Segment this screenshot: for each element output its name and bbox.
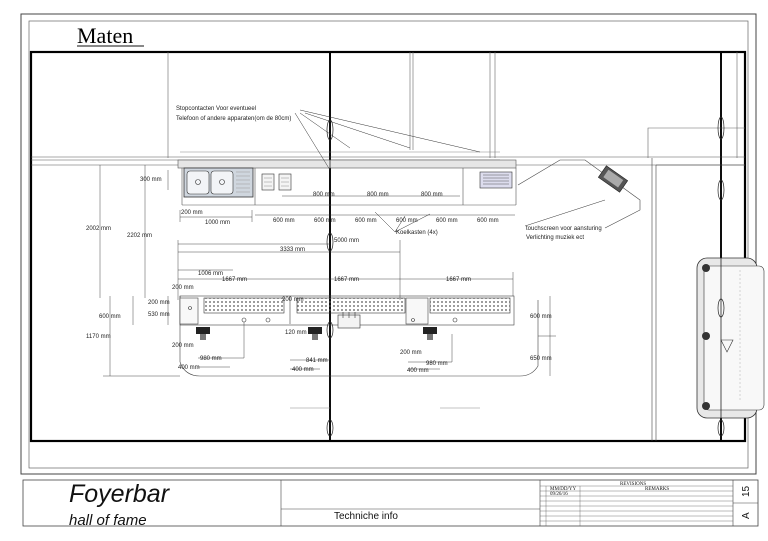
- dim-980-2: 980 mm: [426, 361, 448, 367]
- sheet-size: A: [741, 512, 752, 519]
- revision-date: 09/26/16: [550, 492, 568, 497]
- dim-400-2: 400 mm: [292, 367, 314, 373]
- dim-980-1: 980 mm: [200, 356, 222, 362]
- dim-800-1: 800 mm: [313, 192, 335, 198]
- sockets-note-line2: Telefoon of andere apparaten(om de 80cm): [176, 116, 291, 122]
- dim-1667-1: 1667 mm: [222, 277, 247, 283]
- touchscreen-note-line1: touchscreen voor aansturing: [526, 226, 602, 232]
- title-block: Foyerbar hall of fame Techniche info REV…: [22, 479, 759, 529]
- dim-1006: 1006 mm: [198, 271, 223, 277]
- dim-2202: 2202 mm: [127, 233, 152, 239]
- dim-120: 120 mm: [285, 330, 307, 336]
- dim-200-left: 200 mm: [172, 285, 194, 291]
- dim-1170: 1170 mm: [86, 334, 111, 340]
- sink-unit: [183, 167, 254, 198]
- drawing-title: Maten: [77, 23, 133, 48]
- dim-5000: 5000 mm: [334, 238, 359, 244]
- project-subtitle: hall of fame: [69, 512, 147, 529]
- dim-300: 300 mm: [140, 177, 162, 183]
- sheet-description: Techniche info: [334, 511, 398, 522]
- plan-viewport: Stopcontacten Voor eventueel Telefoon of…: [29, 50, 765, 443]
- dim-650: 650 mm: [530, 356, 552, 362]
- touchscreen-note-line2: Verlichting muziek ect: [526, 235, 584, 241]
- revisions-header: REVISIONS: [620, 482, 646, 487]
- revisions-date-column: MM/DD/YY: [550, 487, 577, 492]
- outer-frame: [20, 13, 757, 475]
- dim-600-3: 600 mm: [355, 218, 377, 224]
- appliances: [261, 171, 513, 191]
- dim-1667-2: 1667 mm: [334, 277, 359, 283]
- dim-600-right: 600 mm: [530, 314, 552, 320]
- dim-600-2: 600 mm: [314, 218, 336, 224]
- dim-200-mid: 200 mm: [148, 300, 170, 306]
- dim-600-6: 600 mm: [477, 218, 499, 224]
- touchscreen: [597, 165, 629, 193]
- dim-200-right: 200 mm: [400, 350, 422, 356]
- dim-600-left: 600 mm: [99, 314, 121, 320]
- dim-800-2: 800 mm: [367, 192, 389, 198]
- dim-600-5: 600 mm: [436, 218, 458, 224]
- dim-200-center: 200 mm: [282, 297, 304, 303]
- dim-2002: 2002 mm: [86, 226, 111, 232]
- project-title: Foyerbar: [69, 480, 171, 508]
- dimension-lines: [99, 165, 556, 377]
- dim-600-1: 600 mm: [273, 218, 295, 224]
- sockets-note-line1: Stopcontacten Voor eventueel: [176, 106, 256, 112]
- coolers-note: Koelkasten (4x): [396, 230, 438, 236]
- front-counter: [179, 295, 539, 409]
- dim-800-3: 800 mm: [421, 192, 443, 198]
- dim-841: 841 mm: [306, 358, 328, 364]
- dim-400-1: 400 mm: [178, 365, 200, 371]
- dim-400-3: 400 mm: [407, 368, 429, 374]
- sheet-number: 15: [741, 485, 752, 497]
- revisions-remarks-column: REMARKS: [645, 487, 669, 492]
- dim-3333: 3333 mm: [280, 247, 305, 253]
- pool-table: [696, 257, 765, 419]
- dim-200-top: 200 mm: [181, 210, 203, 216]
- dim-1000: 1000 mm: [205, 220, 230, 226]
- dim-530: 530 mm: [148, 312, 170, 318]
- inner-frame: [28, 20, 749, 469]
- dim-600-4: 600 mm: [396, 218, 418, 224]
- dim-1667-3: 1667 mm: [446, 277, 471, 283]
- dim-200-low: 200 mm: [172, 343, 194, 349]
